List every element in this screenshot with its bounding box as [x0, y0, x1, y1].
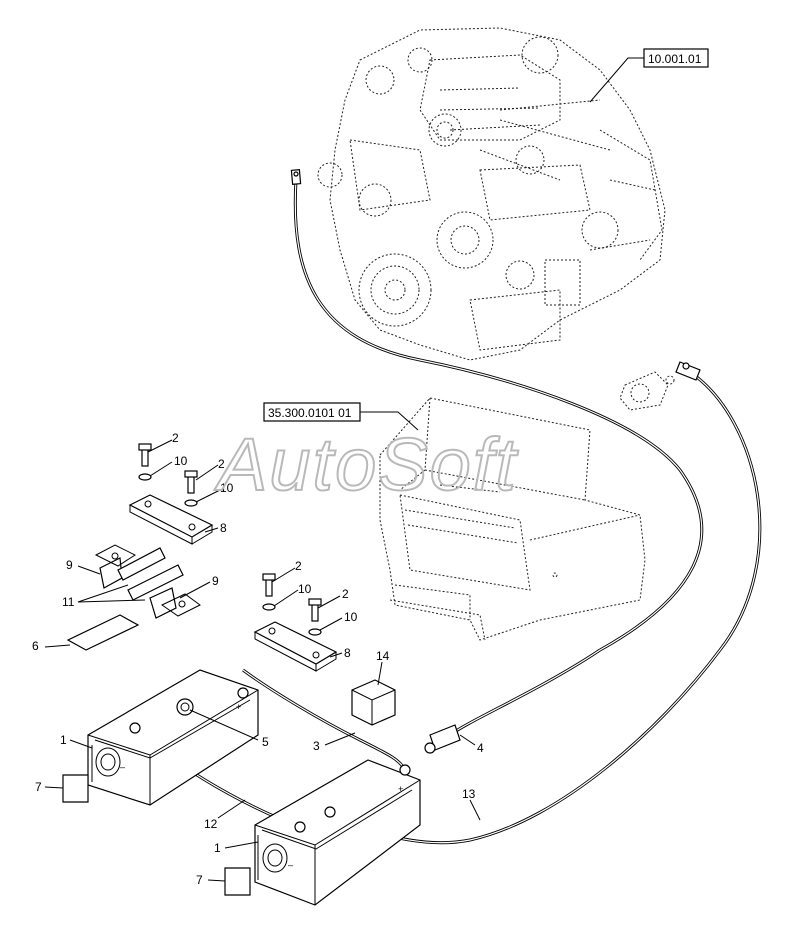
svg-text:+: +	[398, 784, 403, 794]
callout-2-c: 2	[295, 559, 302, 573]
label-7-lower	[224, 867, 251, 896]
clamps-and-pads	[94, 544, 201, 619]
bolts-and-washers	[138, 443, 322, 636]
watermark: AutoSoft	[214, 423, 519, 506]
callout-2-b: 2	[218, 457, 225, 471]
engine-reference-text: 10.001.01	[648, 52, 702, 66]
callout-1-b: 1	[214, 841, 221, 855]
svg-text:–: –	[120, 762, 125, 772]
callout-3: 3	[313, 739, 320, 753]
bracket-reference[interactable]: 35.300.0101 01	[263, 402, 419, 431]
ground-cable-4	[290, 169, 704, 754]
callout-numbers: 2 10 2 10 8 9 9 11 6 2 10 2 10 8 14 5 3 …	[32, 431, 484, 887]
callout-7-b: 7	[196, 873, 203, 887]
starter-cable-13	[339, 361, 762, 845]
engine-leader-line	[589, 57, 644, 103]
bracket-leader-line	[360, 411, 419, 431]
pad-6	[66, 614, 140, 651]
engine-assembly	[317, 27, 666, 361]
callout-10-b: 10	[220, 481, 234, 495]
callout-5: 5	[262, 735, 269, 749]
bracket-reference-text: 35.300.0101 01	[268, 406, 352, 420]
callout-9-b: 9	[212, 574, 219, 588]
callout-2-d: 2	[342, 587, 349, 601]
callout-10-a: 10	[174, 454, 188, 468]
hold-down-plate-lower	[253, 621, 338, 672]
callout-14: 14	[376, 649, 390, 663]
callout-2-a: 2	[172, 431, 179, 445]
callout-1-a: 1	[60, 733, 67, 747]
callout-4: 4	[477, 741, 484, 755]
svg-text:–: –	[288, 860, 293, 870]
starter-solenoid	[619, 371, 675, 411]
terminal-cover-14	[351, 679, 396, 726]
battery-box-bracket	[379, 397, 646, 641]
label-7-upper	[62, 774, 89, 803]
engine-reference[interactable]: 10.001.01	[589, 48, 709, 103]
hold-down-plate-upper	[128, 494, 214, 545]
callout-10-c: 10	[298, 582, 312, 596]
callout-7-a: 7	[35, 780, 42, 794]
battery-lower: + –	[254, 759, 421, 906]
battery-upper: + –	[87, 669, 259, 806]
callout-10-d: 10	[344, 610, 358, 624]
callout-8-b: 8	[344, 646, 351, 660]
svg-text:+: +	[236, 702, 241, 712]
callout-9-a: 9	[66, 558, 73, 572]
terminal-cap-5	[176, 698, 194, 716]
callout-12: 12	[204, 817, 218, 831]
callout-leaders	[44, 439, 481, 882]
callout-13: 13	[462, 787, 476, 801]
callout-6: 6	[32, 639, 39, 653]
callout-11: 11	[62, 595, 75, 609]
callout-8-a: 8	[220, 521, 227, 535]
